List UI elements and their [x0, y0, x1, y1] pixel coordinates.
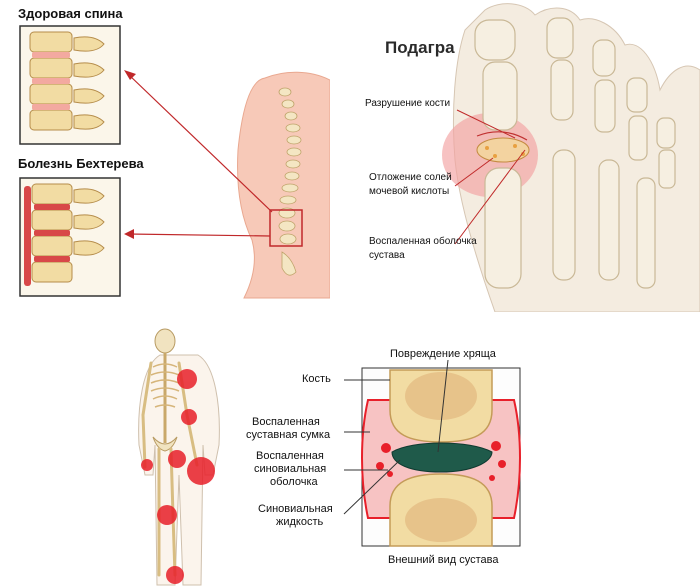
uric-acid-label-line1: Отложение солей	[369, 172, 452, 183]
gout-title: Подагра	[385, 38, 455, 57]
leader-cartilage	[437, 359, 449, 453]
spine-highlight-box	[269, 209, 303, 247]
leader-bone-destruction	[456, 109, 516, 139]
spine-panel: Здоровая спина Болезнь Бехтерева	[0, 0, 330, 300]
skeleton-illustration	[138, 328, 220, 586]
arrow-to-healthy	[127, 73, 273, 213]
healthy-back-label: Здоровая спина	[18, 6, 123, 21]
healthy-spine-closeup	[19, 25, 121, 145]
leader-salt-deposits	[454, 157, 494, 187]
gout-foot-illustration	[442, 3, 700, 312]
leader-inflamed-membrane	[454, 149, 526, 245]
inflamed-joints	[141, 369, 215, 584]
synovial-fluid-label-line1: Синовиальная	[258, 503, 333, 515]
upper-bone	[389, 369, 493, 443]
gout-panel: Подагра Разрушение кости Отложение солей…	[355, 0, 700, 312]
capsule-label-line1: Воспаленная	[252, 416, 320, 428]
uric-acid-label-line2: мочевой кислоты	[369, 186, 450, 197]
synovial-membrane-label-line2: синовиальная	[254, 463, 327, 475]
synovial-membrane-label-line1: Воспаленная	[256, 450, 324, 462]
cartilage-damage-label: Повреждение хряща	[390, 348, 496, 360]
spinal-column	[278, 87, 302, 276]
joint-panel: Повреждение хряща Кость Воспаленная суст…	[240, 340, 700, 588]
bechterew-spine-closeup	[19, 177, 121, 297]
skeleton-panel	[125, 325, 235, 588]
bechterew-disease-label: Болезнь Бехтерева	[18, 156, 144, 171]
inflamed-membrane-label-line1: Воспаленная оболочка	[369, 236, 477, 247]
joint-cross-section	[343, 359, 521, 547]
capsule-label-line2: суставная сумка	[246, 429, 331, 441]
spine-illustration	[19, 25, 330, 299]
arrow-to-disease	[127, 233, 271, 237]
bone-destruction-label: Разрушение кости	[365, 98, 451, 109]
toe-bones	[474, 17, 676, 289]
inflamed-membrane-label-line2: сустава	[369, 250, 405, 261]
synovial-fluid	[391, 442, 493, 473]
joint-caption: Внешний вид сустава	[388, 554, 499, 566]
uric-acid-deposits	[476, 131, 530, 163]
leader-fluid	[343, 459, 401, 515]
synovial-membrane-label-line3: оболочка	[270, 476, 318, 488]
lower-bone	[389, 473, 493, 547]
synovial-fluid-label-line2: жидкость	[276, 516, 324, 528]
bone-label: Кость	[302, 373, 331, 385]
